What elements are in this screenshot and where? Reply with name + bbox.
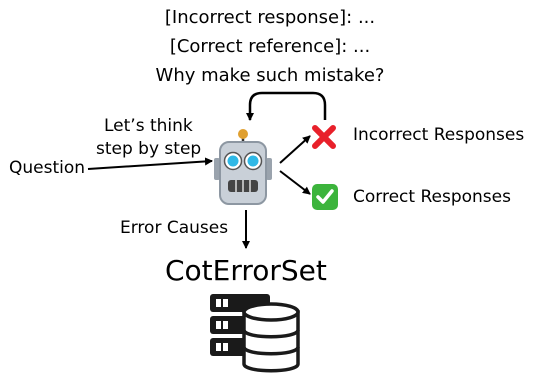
instruction-line-1: Let’s think <box>104 116 193 136</box>
model-to-incorrect-arrow <box>279 135 311 164</box>
dataset-title: CotErrorSet <box>165 254 327 287</box>
question-to-model-arrow <box>87 157 213 170</box>
green-check-mark-icon <box>312 184 338 210</box>
error-causes-label: Error Causes <box>120 218 229 238</box>
red-cross-mark-icon <box>312 125 336 149</box>
model-to-correct-arrow <box>279 170 311 195</box>
correct-responses-label: Correct Responses <box>353 187 511 207</box>
incorrect-responses-label: Incorrect Responses <box>353 125 525 145</box>
prompt-line-incorrect-response: [Incorrect response]: ... <box>164 7 376 28</box>
question-label: Question <box>9 158 86 178</box>
instruction-line-2: step by step <box>96 139 202 159</box>
feedback-loop-arrow <box>246 91 327 121</box>
prompt-line-question: Why make such mistake? <box>155 65 385 86</box>
server-database-icon <box>210 294 300 373</box>
robot-icon <box>214 129 272 205</box>
prompt-line-correct-reference: [Correct reference]: ... <box>169 36 371 57</box>
